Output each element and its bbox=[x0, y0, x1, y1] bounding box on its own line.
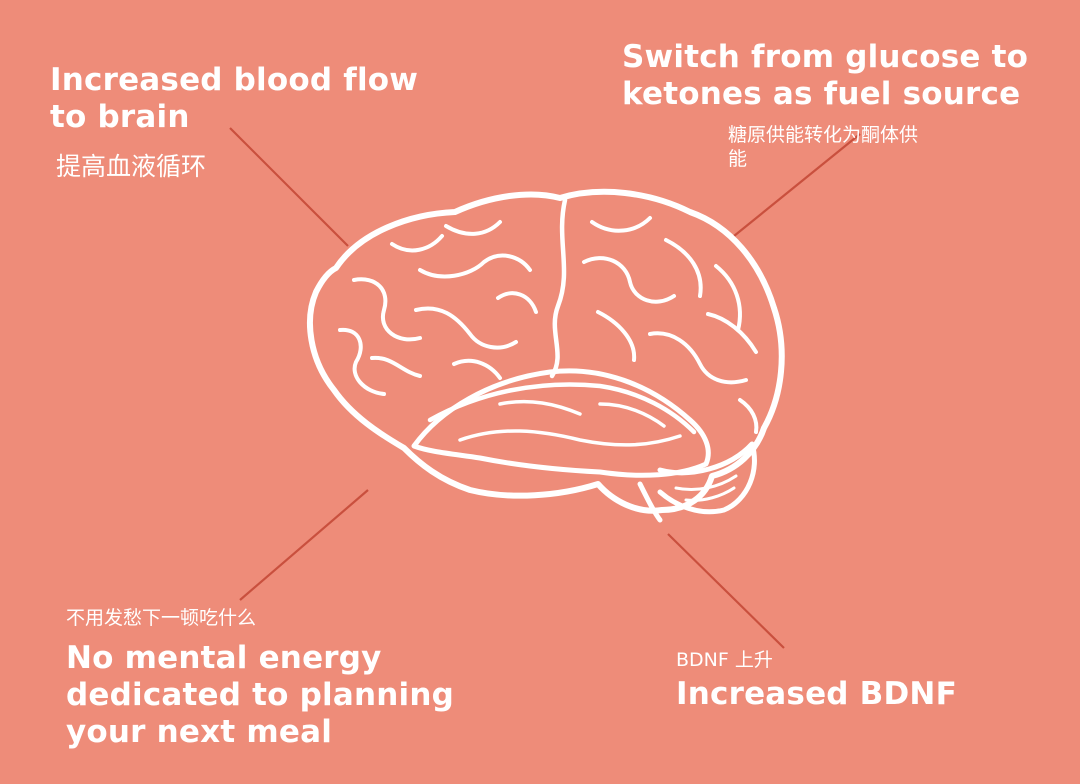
connector-top-right bbox=[733, 133, 861, 237]
connector-bottom-right bbox=[667, 533, 785, 649]
mental-energy-line2: dedicated to planning bbox=[66, 677, 455, 713]
connector-top-left bbox=[229, 127, 349, 247]
blood-flow-title: Increased blood flow to brain bbox=[50, 62, 418, 136]
blood-flow-title-line2: to brain bbox=[50, 99, 190, 135]
connector-bottom-left bbox=[239, 489, 369, 601]
mental-energy-line3: your next meal bbox=[66, 714, 333, 750]
ketones-title-line2: ketones as fuel source bbox=[622, 76, 1021, 112]
bdnf-title: Increased BDNF bbox=[676, 676, 957, 712]
ketones-chinese-line1: 糖原供能转化为酮体供 bbox=[728, 124, 919, 146]
mental-energy-chinese-label: 不用发愁下一顿吃什么 bbox=[66, 607, 257, 629]
ketones-chinese-line2: 能 bbox=[728, 148, 748, 170]
ketones-title: Switch from glucose to ketones as fuel s… bbox=[622, 39, 1028, 113]
mental-energy-title: No mental energy dedicated to planning y… bbox=[66, 640, 454, 751]
mental-energy-line1: No mental energy bbox=[66, 640, 382, 676]
blood-flow-title-line1: Increased blood flow bbox=[50, 62, 419, 98]
brain-icon bbox=[307, 188, 785, 523]
ketones-title-line1: Switch from glucose to bbox=[622, 39, 1029, 75]
blood-flow-chinese-label: 提高血液循环 bbox=[56, 152, 207, 181]
ketones-chinese-label: 糖原供能转化为酮体供 能 bbox=[728, 123, 918, 171]
bdnf-chinese-label: BDNF 上升 bbox=[676, 649, 773, 671]
